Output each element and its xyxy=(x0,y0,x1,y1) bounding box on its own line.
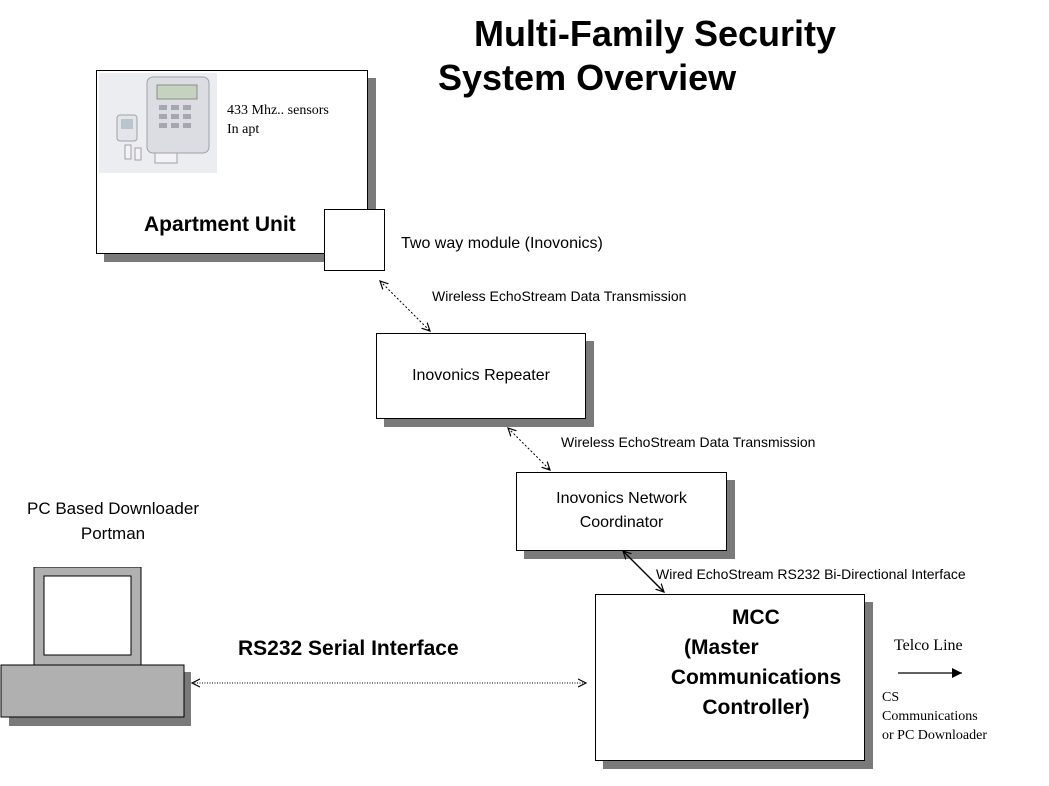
wired-connector xyxy=(623,551,664,592)
wired-link-label: Wired EchoStream RS232 Bi-Directional In… xyxy=(656,566,966,582)
coordinator-line-1: Inovonics Network xyxy=(556,490,687,507)
coordinator-line-2: Coordinator xyxy=(579,514,664,531)
mcc-line-4: Controller) xyxy=(702,696,810,719)
sensor-note: 433 Mhz.. sensors In apt xyxy=(227,101,329,139)
coordinator-label: Inovonics Network Coordinator xyxy=(517,487,726,535)
wireless-link-label-2: Wireless EchoStream Data Transmission xyxy=(561,434,816,450)
diagram-title: Multi-Family Security System Overview xyxy=(430,12,880,100)
network-coordinator-box: Inovonics Network Coordinator xyxy=(516,472,727,551)
sensor-note-line-2: In apt xyxy=(227,122,260,137)
wireless-link-label-1: Wireless EchoStream Data Transmission xyxy=(432,288,687,304)
cs-destination-label: CS Communications or PC Downloader xyxy=(882,688,987,745)
mcc-label: MCC (Master Communications Controller) xyxy=(656,603,856,723)
title-line-2: System Overview xyxy=(438,57,737,98)
sensor-note-line-1: 433 Mhz.. sensors xyxy=(227,103,329,118)
cs-line-2: Communications xyxy=(882,709,978,724)
apartment-unit-label: Apartment Unit xyxy=(144,213,296,236)
wireless-connector-2 xyxy=(508,428,550,470)
two-way-module-label: Two way module (Inovonics) xyxy=(401,235,603,252)
mcc-box: MCC (Master Communications Controller) xyxy=(595,594,865,761)
keypad-icon xyxy=(116,76,210,164)
pc-line-2: Portman xyxy=(80,524,146,543)
telco-line-label: Telco Line xyxy=(894,637,963,654)
two-way-module-box xyxy=(324,209,385,271)
title-line-1: Multi-Family Security xyxy=(473,13,837,54)
mcc-line-3: Communications xyxy=(670,666,842,689)
mcc-line-2: (Master xyxy=(684,636,759,659)
pc-line-1: PC Based Downloader xyxy=(27,499,199,518)
mcc-line-1: MCC xyxy=(732,606,780,629)
pc-label: PC Based Downloader Portman xyxy=(0,496,226,546)
cs-line-1: CS xyxy=(882,690,900,705)
apartment-unit-box: 433 Mhz.. sensors In apt Apartment Unit xyxy=(96,70,368,254)
repeater-label: Inovonics Repeater xyxy=(412,367,550,384)
cs-line-3: or PC Downloader xyxy=(882,728,987,743)
rs232-link-label: RS232 Serial Interface xyxy=(238,637,459,660)
wireless-connector-1 xyxy=(380,281,430,331)
alarm-keypad-image xyxy=(99,73,217,173)
desktop-computer-icon xyxy=(0,566,195,727)
repeater-box: Inovonics Repeater xyxy=(376,333,586,419)
